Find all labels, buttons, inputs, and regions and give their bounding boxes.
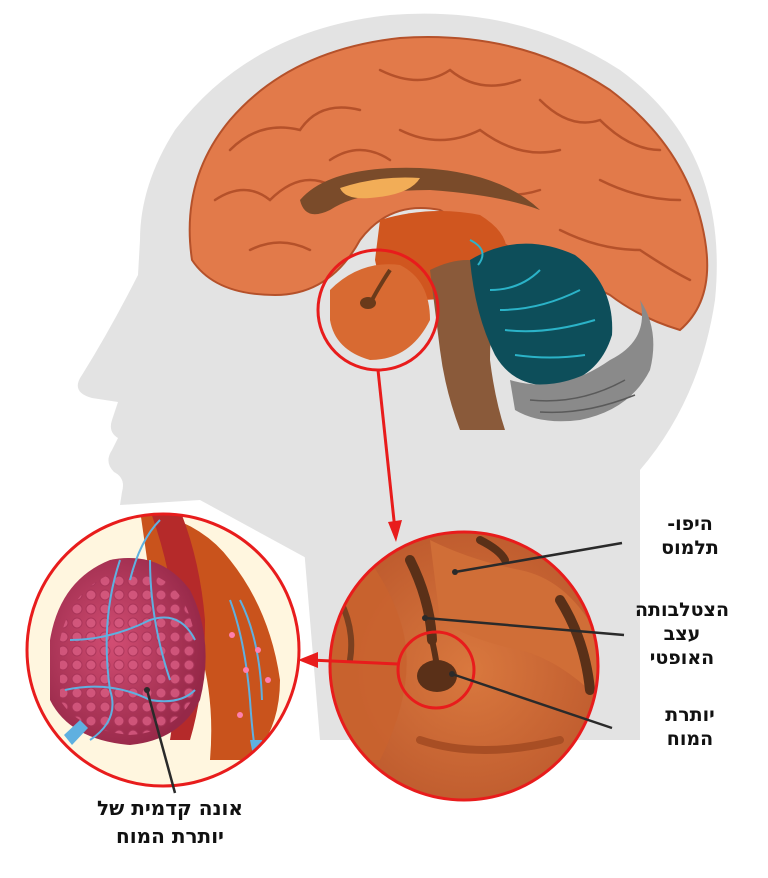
pituitary-gland-small <box>360 297 376 309</box>
label-pituitary: יותרת המוח <box>636 703 744 751</box>
cerebellum-lower-folds <box>529 379 636 414</box>
pituitary-highlight-circle <box>396 630 476 710</box>
label-hypothalamus: היפו- תלמוס <box>636 512 744 560</box>
arrow-left-head <box>298 652 318 668</box>
leader-lines <box>145 541 625 794</box>
hypothalamus-region <box>330 264 430 360</box>
gland-circle-ring <box>25 512 301 788</box>
label-pituitary-line1: יותרת <box>665 704 715 726</box>
cortex-folds <box>213 68 692 282</box>
cerebellum-branches <box>469 239 596 359</box>
label-anterior-pituitary: אונה קדמית של יותרת המוח <box>40 794 300 850</box>
ventricle <box>340 177 420 199</box>
corpus-callosum <box>300 167 540 215</box>
arrow-down <box>376 369 397 531</box>
label-optic-chiasm-line2: עצב <box>663 623 701 645</box>
label-anterior-pituitary-line2: יותרת המוח <box>116 824 224 848</box>
zoom-view <box>330 532 598 800</box>
label-hypothalamus-line2: תלמוס <box>661 537 719 559</box>
cerebellum-lower <box>510 300 654 422</box>
zoom-circle-ring <box>328 530 600 802</box>
label-optic-chiasm: הצטלבותה עצב האופטי <box>606 598 758 670</box>
label-hypothalamus-line1: היפו- <box>667 513 713 535</box>
label-optic-chiasm-line1: הצטלבותה <box>635 599 729 621</box>
cerebellum <box>470 243 613 386</box>
label-anterior-pituitary-line1: אונה קדמית של <box>97 796 243 820</box>
label-pituitary-line2: המוח <box>666 728 714 750</box>
label-optic-chiasm-line3: האופטי <box>649 647 715 669</box>
gland-view <box>50 514 280 760</box>
arrow-left <box>309 658 399 666</box>
arrow-down-head <box>388 520 402 542</box>
pituitary-stalk <box>370 268 392 301</box>
leader-dots <box>144 569 458 693</box>
